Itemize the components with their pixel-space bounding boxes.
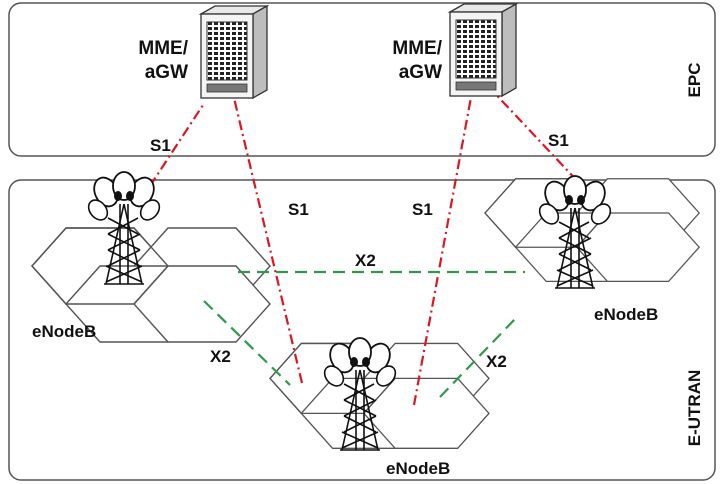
s1-label-top-left: S1 (150, 136, 171, 155)
enodeb-left-label: eNodeB (32, 322, 96, 341)
x2-label-top: X2 (355, 251, 376, 270)
s1-link-bottom-to-right-mme (412, 91, 474, 406)
mme-right-label-line1: MME/ (392, 38, 442, 59)
x2-links (203, 270, 525, 398)
mme-left-label-line2: aGW (145, 62, 188, 83)
enodeb-right-label: eNodeB (594, 305, 658, 324)
x2-label-left: X2 (210, 347, 231, 366)
x2-label-right: X2 (486, 352, 507, 371)
epc-label: EPC (685, 63, 704, 98)
epc-domain-box (8, 2, 716, 157)
s1-label-top-right: S1 (548, 131, 569, 150)
eutran-label: E-UTRAN (685, 370, 704, 447)
s1-link-bottom-to-left-mme (232, 97, 304, 384)
enodeb-bottom-label: eNodeB (386, 459, 450, 478)
right-mme-server (449, 3, 517, 97)
s1-link-left-enodeb (149, 104, 204, 187)
s1-link-right-enodeb (487, 85, 583, 187)
x2-link-left (203, 300, 291, 386)
left-mme-server (200, 5, 268, 99)
mme-right-label-line2: aGW (399, 62, 442, 83)
s1-links (149, 85, 583, 406)
s1-label-mid-left: S1 (288, 200, 309, 219)
mme-left-label-line1: MME/ (138, 38, 188, 59)
s1-label-mid-right: S1 (412, 200, 433, 219)
